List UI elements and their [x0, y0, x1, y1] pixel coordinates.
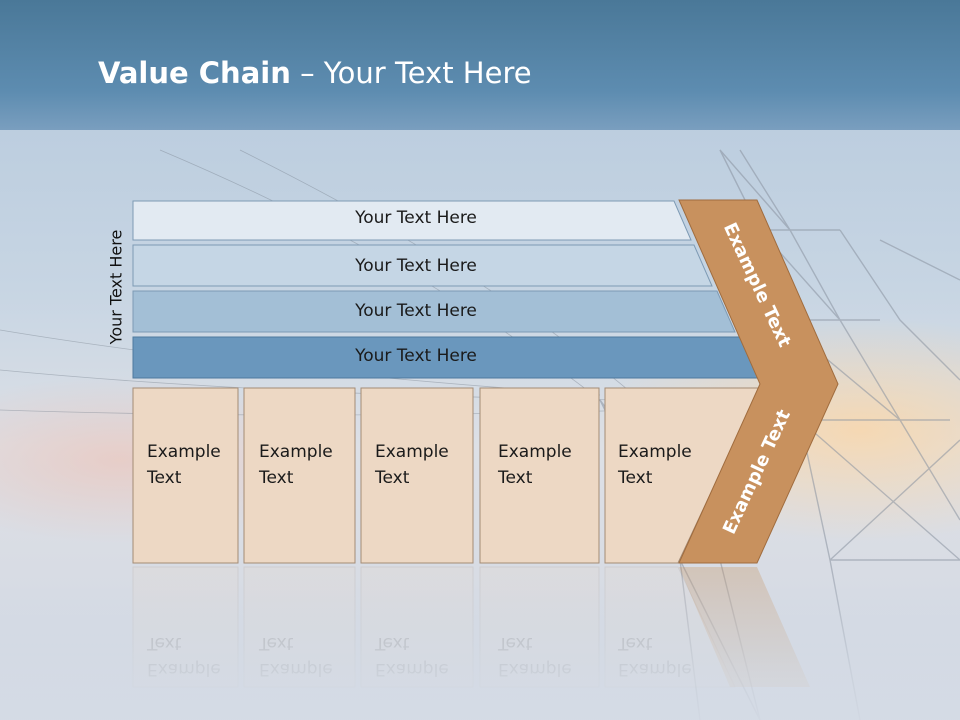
bar-3-text: Your Text Here — [355, 301, 477, 321]
title-bar — [0, 0, 960, 130]
bar-2 — [132, 244, 713, 287]
box-1 — [132, 387, 239, 564]
title-bold: Value Chain — [98, 56, 291, 90]
side-label: Your Text Here — [106, 229, 126, 345]
title-rest: – Your Text Here — [290, 56, 532, 90]
bar-2-text: Your Text Here — [355, 256, 477, 276]
chevron-arrow — [678, 199, 839, 564]
bar-4-text: Your Text Here — [355, 346, 477, 366]
bottom-fade — [0, 565, 960, 720]
box-3 — [360, 387, 474, 564]
box-2 — [243, 387, 356, 564]
box-4 — [479, 387, 600, 564]
bar-3 — [132, 290, 736, 333]
box-5 — [604, 387, 761, 564]
page-title: Value Chain – Your Text Here — [98, 56, 532, 90]
bar-1 — [132, 200, 692, 241]
bar-1-text: Your Text Here — [355, 208, 477, 228]
